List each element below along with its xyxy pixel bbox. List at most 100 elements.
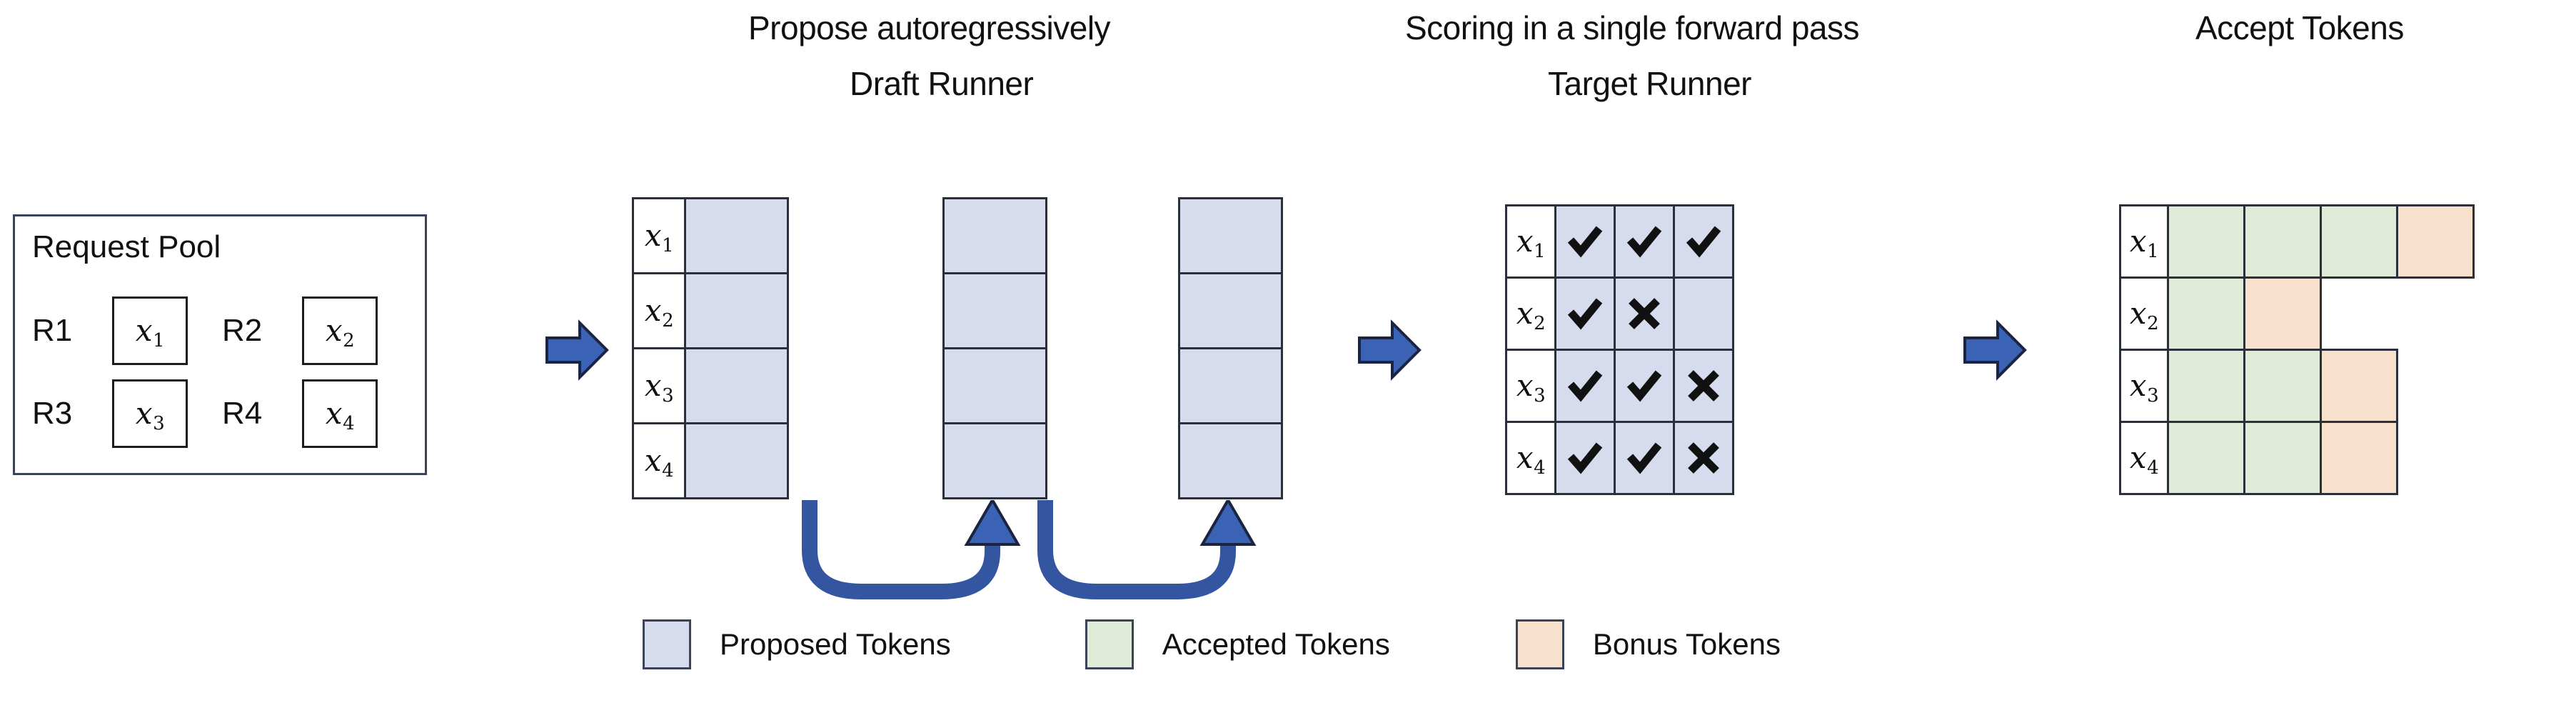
legend-label-proposed: Proposed Tokens xyxy=(720,627,951,661)
accept-row-label-x2: x2 xyxy=(2119,276,2169,351)
target-cell-r1c1 xyxy=(1554,204,1616,279)
target-cell-r2c2 xyxy=(1614,276,1675,351)
target-caption: Scoring in a single forward pass xyxy=(1405,9,1860,46)
draft-cell-r3c3 xyxy=(1178,347,1283,424)
accept-cell-r2c4-empty xyxy=(2396,276,2475,351)
accept-cell-r2c2 xyxy=(2243,276,2322,351)
token-x3: x3 xyxy=(135,396,165,435)
check-icon xyxy=(1686,226,1721,258)
accept-cell-r4c4-empty xyxy=(2396,421,2475,495)
accept-row-label-x3: x3 xyxy=(2119,349,2169,423)
accept-cell-r1c4 xyxy=(2396,204,2475,279)
request-pool-panel: Request Pool R1 x1 R2 x2 R3 x3 R4 x4 xyxy=(13,214,427,475)
accept-cell-r1c2 xyxy=(2243,204,2322,279)
request-token-box-r4: x4 xyxy=(302,379,378,448)
accept-row-label-x1: x1 xyxy=(2119,204,2169,279)
target-runner-grid: x1 x2 xyxy=(1505,204,1734,495)
draft-cell-r2c1 xyxy=(684,272,789,349)
request-item-r3: R3 x3 xyxy=(32,379,188,448)
check-icon xyxy=(1626,370,1662,402)
draft-row-label-x2: x2 xyxy=(632,272,686,349)
draft-cell-r3c2 xyxy=(942,347,1047,424)
draft-runner-column-2 xyxy=(942,197,1047,499)
accept-cell-r4c3 xyxy=(2320,421,2398,495)
draft-row-label-x3: x3 xyxy=(632,347,686,424)
accept-cell-r3c1 xyxy=(2167,349,2245,423)
draft-cell-r4c1 xyxy=(684,422,789,499)
draft-cell-r1c2 xyxy=(942,197,1047,274)
target-row-x1: x1 xyxy=(1505,204,1734,279)
target-cell-r1c3 xyxy=(1673,204,1734,279)
request-item-r4: R4 x4 xyxy=(222,379,378,448)
target-cell-r1c2 xyxy=(1614,204,1675,279)
cross-icon xyxy=(1688,370,1719,402)
accept-cell-r3c3 xyxy=(2320,349,2398,423)
accept-title: Accept Tokens xyxy=(2195,9,2404,46)
draft-runner-column-3 xyxy=(1178,197,1283,499)
target-cell-r2c1 xyxy=(1554,276,1616,351)
draft-caption: Propose autoregressively xyxy=(748,9,1111,46)
u-turn-arrow-icon-1 xyxy=(793,497,1021,611)
legend-swatch-proposed xyxy=(643,619,691,669)
check-icon xyxy=(1567,370,1603,402)
target-cell-r2c3 xyxy=(1673,276,1734,351)
draft-cell-r4c3 xyxy=(1178,422,1283,499)
request-label-r2: R2 xyxy=(222,313,263,348)
request-item-r2: R2 x2 xyxy=(222,296,378,365)
target-row-x2: x2 xyxy=(1505,276,1734,351)
accept-cell-r4c2 xyxy=(2243,421,2322,495)
accept-cell-r3c2 xyxy=(2243,349,2322,423)
request-token-box-r3: x3 xyxy=(112,379,188,448)
target-cell-r3c3 xyxy=(1673,349,1734,423)
right-block-arrow-icon-1 xyxy=(544,319,610,382)
token-x4: x4 xyxy=(325,396,355,435)
draft-runner-grid: x1 x2 x3 x4 xyxy=(632,197,789,499)
check-icon xyxy=(1626,442,1662,474)
request-pool-title: Request Pool xyxy=(32,229,221,264)
check-icon xyxy=(1567,298,1603,330)
right-block-arrow-icon-3 xyxy=(1962,319,2028,382)
draft-cell-r2c3 xyxy=(1178,272,1283,349)
cross-icon xyxy=(1688,442,1719,474)
draft-cell-r4c2 xyxy=(942,422,1047,499)
request-token-box-r2: x2 xyxy=(302,296,378,365)
legend: Proposed Tokens Accepted Tokens Bonus To… xyxy=(643,618,1781,671)
cross-icon xyxy=(1629,298,1660,329)
u-turn-arrow-icon-2 xyxy=(1028,497,1257,611)
accept-row-x4: x4 xyxy=(2119,421,2475,495)
request-label-r4: R4 xyxy=(222,396,263,431)
request-item-r1: R1 x1 xyxy=(32,296,188,365)
legend-label-accepted: Accepted Tokens xyxy=(1162,627,1390,661)
check-icon xyxy=(1626,226,1662,258)
accept-cell-r4c1 xyxy=(2167,421,2245,495)
token-x2: x2 xyxy=(325,313,355,352)
legend-item-accepted: Accepted Tokens xyxy=(1085,619,1390,669)
check-icon xyxy=(1567,442,1603,474)
draft-cell-r1c1 xyxy=(684,197,789,274)
draft-row-x2: x2 xyxy=(632,272,789,349)
request-token-box-r1: x1 xyxy=(112,296,188,365)
request-label-r3: R3 xyxy=(32,396,73,431)
draft-title: Draft Runner xyxy=(850,65,1034,102)
request-label-r1: R1 xyxy=(32,313,73,348)
target-cell-r4c1 xyxy=(1554,421,1616,495)
accept-row-x3: x3 xyxy=(2119,349,2475,423)
target-cell-r3c1 xyxy=(1554,349,1616,423)
accept-row-label-x4: x4 xyxy=(2119,421,2169,495)
legend-swatch-bonus xyxy=(1515,619,1564,669)
legend-label-bonus: Bonus Tokens xyxy=(1592,627,1781,661)
check-icon xyxy=(1567,226,1603,258)
draft-row-label-x4: x4 xyxy=(632,422,686,499)
draft-cell-r1c3 xyxy=(1178,197,1283,274)
draft-row-x1: x1 xyxy=(632,197,789,274)
legend-swatch-accepted xyxy=(1085,619,1134,669)
right-block-arrow-icon-2 xyxy=(1357,319,1422,382)
accept-row-x2: x2 xyxy=(2119,276,2475,351)
accept-cell-r1c3 xyxy=(2320,204,2398,279)
target-row-label-x4: x4 xyxy=(1505,421,1556,495)
accept-cell-r1c1 xyxy=(2167,204,2245,279)
target-row-label-x2: x2 xyxy=(1505,276,1556,351)
target-row-label-x3: x3 xyxy=(1505,349,1556,423)
accept-cell-r3c4-empty xyxy=(2396,349,2475,423)
